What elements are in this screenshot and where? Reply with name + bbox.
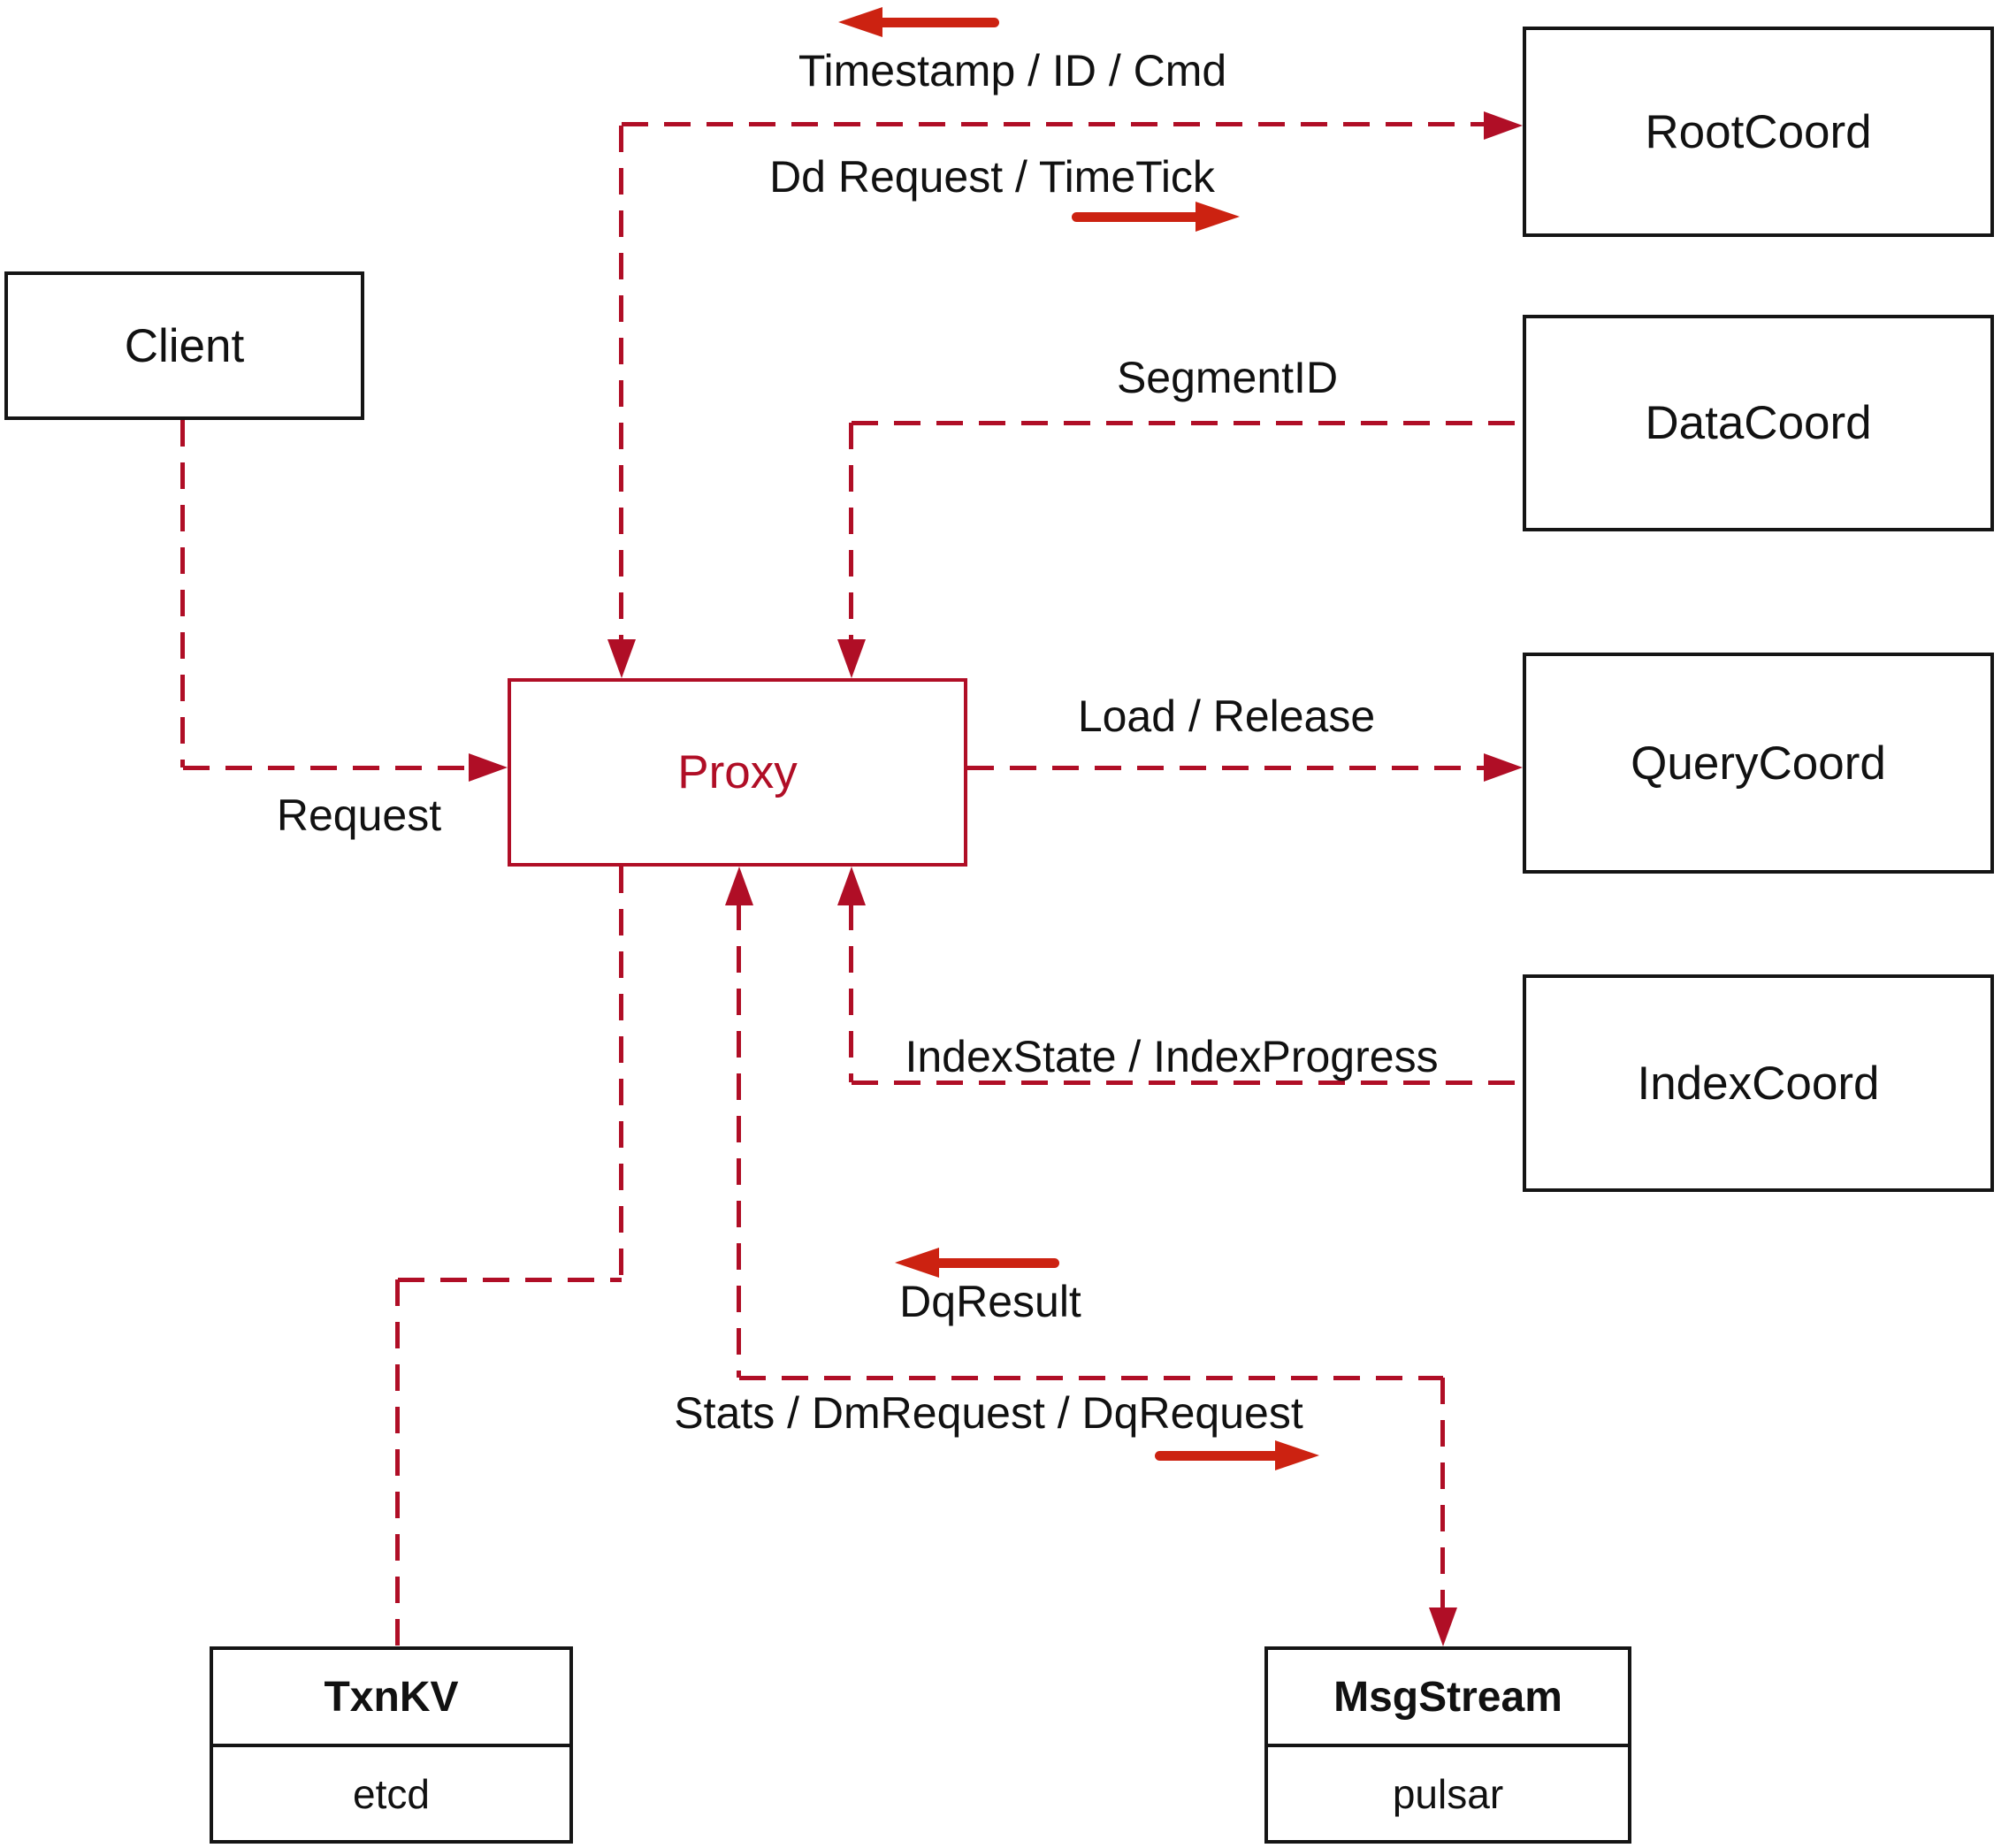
indexcoord-node: IndexCoord <box>1523 974 1994 1192</box>
edge-label-segment-id: SegmentID <box>1116 353 1339 402</box>
querycoord-node: QueryCoord <box>1523 653 1994 874</box>
edge-client-proxy-vertical <box>180 420 185 767</box>
edge-label-load-release: Load / Release <box>1077 691 1376 741</box>
edge-client-proxy-horizontal <box>183 766 469 770</box>
edge-proxy-txnkv-horizontal <box>398 1278 622 1282</box>
datacoord-node: DataCoord <box>1523 315 1994 531</box>
edge-proxy-rootcoord-horizontal <box>622 122 1489 126</box>
querycoord-label: QueryCoord <box>1631 737 1886 790</box>
rootcoord-label: RootCoord <box>1645 105 1872 158</box>
edge-proxy-msgstream-horizontal <box>739 1376 1443 1380</box>
edge-label-dd-request-timetick: Dd Request / TimeTick <box>769 152 1215 202</box>
client-node: Client <box>4 271 364 420</box>
txnkv-impl: etcd <box>353 1770 430 1817</box>
edge-proxy-msgstream-vertical-1 <box>737 904 741 1378</box>
indexcoord-label: IndexCoord <box>1637 1057 1880 1110</box>
proxy-label: Proxy <box>677 746 798 798</box>
edge-label-request: Request <box>276 790 442 840</box>
edge-proxy-querycoord-horizontal <box>967 766 1484 770</box>
edge-label-timestamp-id-cmd: Timestamp / ID / Cmd <box>798 46 1227 95</box>
arrowhead-into-proxy-left-icon <box>469 753 508 782</box>
edge-label-indexstate-indexprogress: IndexState / IndexProgress <box>905 1032 1439 1081</box>
proxy-node: Proxy <box>508 678 967 867</box>
arrowhead-into-proxy-top-left-icon <box>607 639 636 678</box>
edge-datacoord-proxy-horizontal <box>852 421 1523 425</box>
edge-proxy-msgstream-vertical-2 <box>1440 1378 1445 1609</box>
msgstream-title: MsgStream <box>1268 1650 1628 1747</box>
edge-indexcoord-proxy-horizontal <box>852 1081 1523 1085</box>
arrowhead-into-proxy-bottom-right-icon <box>837 867 866 905</box>
msgstream-impl: pulsar <box>1392 1770 1504 1817</box>
edge-proxy-txnkv-vertical-2 <box>395 1279 400 1646</box>
edge-proxy-txnkv-vertical-1 <box>619 867 623 1279</box>
arrowhead-into-querycoord-icon <box>1484 753 1523 782</box>
txnkv-title: TxnKV <box>213 1650 569 1747</box>
arrowhead-into-proxy-top-right-icon <box>837 639 866 678</box>
txnkv-node: TxnKV etcd <box>210 1646 573 1844</box>
arrowhead-into-proxy-bottom-middle-icon <box>725 867 753 905</box>
arrowhead-into-rootcoord-icon <box>1484 111 1523 140</box>
edge-label-dqresult: DqResult <box>899 1277 1081 1326</box>
datacoord-label: DataCoord <box>1645 397 1872 449</box>
rootcoord-node: RootCoord <box>1523 27 1994 237</box>
arrowhead-into-msgstream-icon <box>1429 1607 1457 1646</box>
edge-proxy-rootcoord-vertical <box>619 126 623 641</box>
msgstream-node: MsgStream pulsar <box>1264 1646 1631 1844</box>
edge-label-stats-dmrequest-dqrequest: Stats / DmRequest / DqRequest <box>674 1388 1303 1438</box>
edge-indexcoord-proxy-vertical <box>849 904 853 1082</box>
edge-datacoord-proxy-vertical <box>849 423 853 639</box>
client-label: Client <box>124 319 245 372</box>
